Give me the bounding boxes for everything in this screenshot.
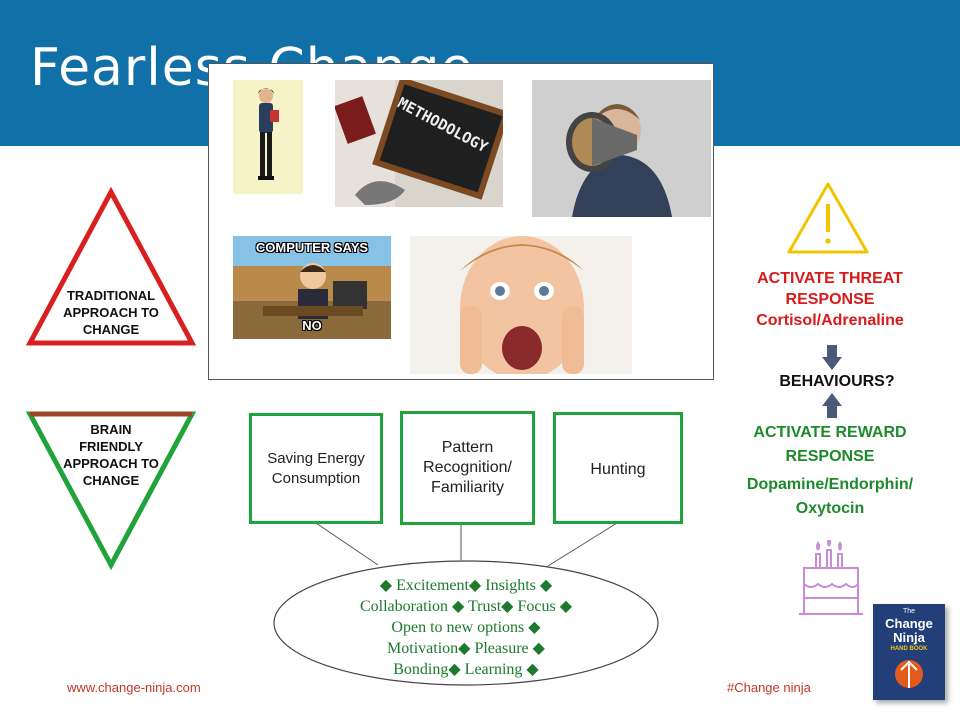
box-pattern-recognition: Pattern Recognition/ Familiarity <box>400 411 535 525</box>
brain-friendly-approach-label: BRAIN FRIENDLY APPROACH TO CHANGE <box>63 422 159 488</box>
reward-line-4: Oxytocin <box>795 500 865 517</box>
book-line-4: HAND BOOK <box>890 646 928 652</box>
arrow-up-icon <box>822 393 842 418</box>
box-hunting: Hunting <box>553 412 683 524</box>
box-pattern-recognition-label: Pattern Recognition/ Familiarity <box>423 439 512 496</box>
benefits-line: Collaboration ◆ Trust◆ Focus ◆ <box>359 598 573 615</box>
footer-hashtag: #Change ninja <box>727 680 811 695</box>
footer-website[interactable]: www.change-ninja.com <box>67 680 201 695</box>
box-saving-energy-label: Saving Energy Consumption <box>267 449 365 487</box>
book-line-2: Change <box>885 616 933 631</box>
photo-collage: METHODOLOGY COMPUTER SAYS NO <box>208 63 714 380</box>
benefits-line: ◆ Excitement◆ Insights ◆ <box>379 577 553 594</box>
threat-response: ACTIVATE THREAT RESPONSE Cortisol/Adrena… <box>720 268 940 331</box>
reward-response: ACTIVATE REWARD RESPONSE Dopamine/Endorp… <box>720 421 940 521</box>
arrow-down-icon <box>822 345 842 370</box>
book-line-1: The <box>902 608 916 615</box>
benefits-list: ◆ Excitement◆ Insights ◆ Collaboration ◆… <box>290 575 642 680</box>
brain-friendly-triangle <box>25 411 197 571</box>
reward-line-3: Dopamine/Endorphin/ <box>746 476 914 493</box>
woman-clipboard-image <box>233 80 303 194</box>
computer-says-no-image: COMPUTER SAYS NO <box>233 236 391 339</box>
benefits-line: Motivation◆ Pleasure ◆ <box>387 640 545 657</box>
box-hunting-label: Hunting <box>590 461 646 478</box>
book-line-3: Ninja <box>893 630 925 645</box>
threat-line-2: RESPONSE <box>785 291 875 308</box>
megaphone-man-image <box>532 80 711 217</box>
traditional-triangle <box>25 186 197 346</box>
warning-icon <box>787 182 869 254</box>
benefits-ellipse <box>273 560 659 686</box>
computer-says-bottom-text: NO <box>302 318 322 333</box>
cake-icon <box>799 540 863 615</box>
box-saving-energy: Saving Energy Consumption <box>249 413 383 524</box>
reward-line-1: ACTIVATE REWARD <box>753 424 907 441</box>
reward-line-2: RESPONSE <box>785 448 875 465</box>
traditional-approach-label: TRADITIONAL APPROACH TO CHANGE <box>63 288 159 337</box>
screaming-kid-image <box>410 236 632 374</box>
behaviours-label: BEHAVIOURS? <box>779 373 895 390</box>
computer-says-top-text: COMPUTER SAYS <box>255 240 369 255</box>
book-cover-art <box>895 660 923 688</box>
change-ninja-book: The Change Ninja HAND BOOK <box>873 604 945 700</box>
benefits-line: Bonding◆ Learning ◆ <box>393 661 539 678</box>
benefits-line: Open to new options ◆ <box>391 619 541 636</box>
threat-line-3: Cortisol/Adrenaline <box>756 312 904 329</box>
threat-line-1: ACTIVATE THREAT <box>757 270 903 287</box>
methodology-chalkboard-image: METHODOLOGY <box>335 80 503 207</box>
